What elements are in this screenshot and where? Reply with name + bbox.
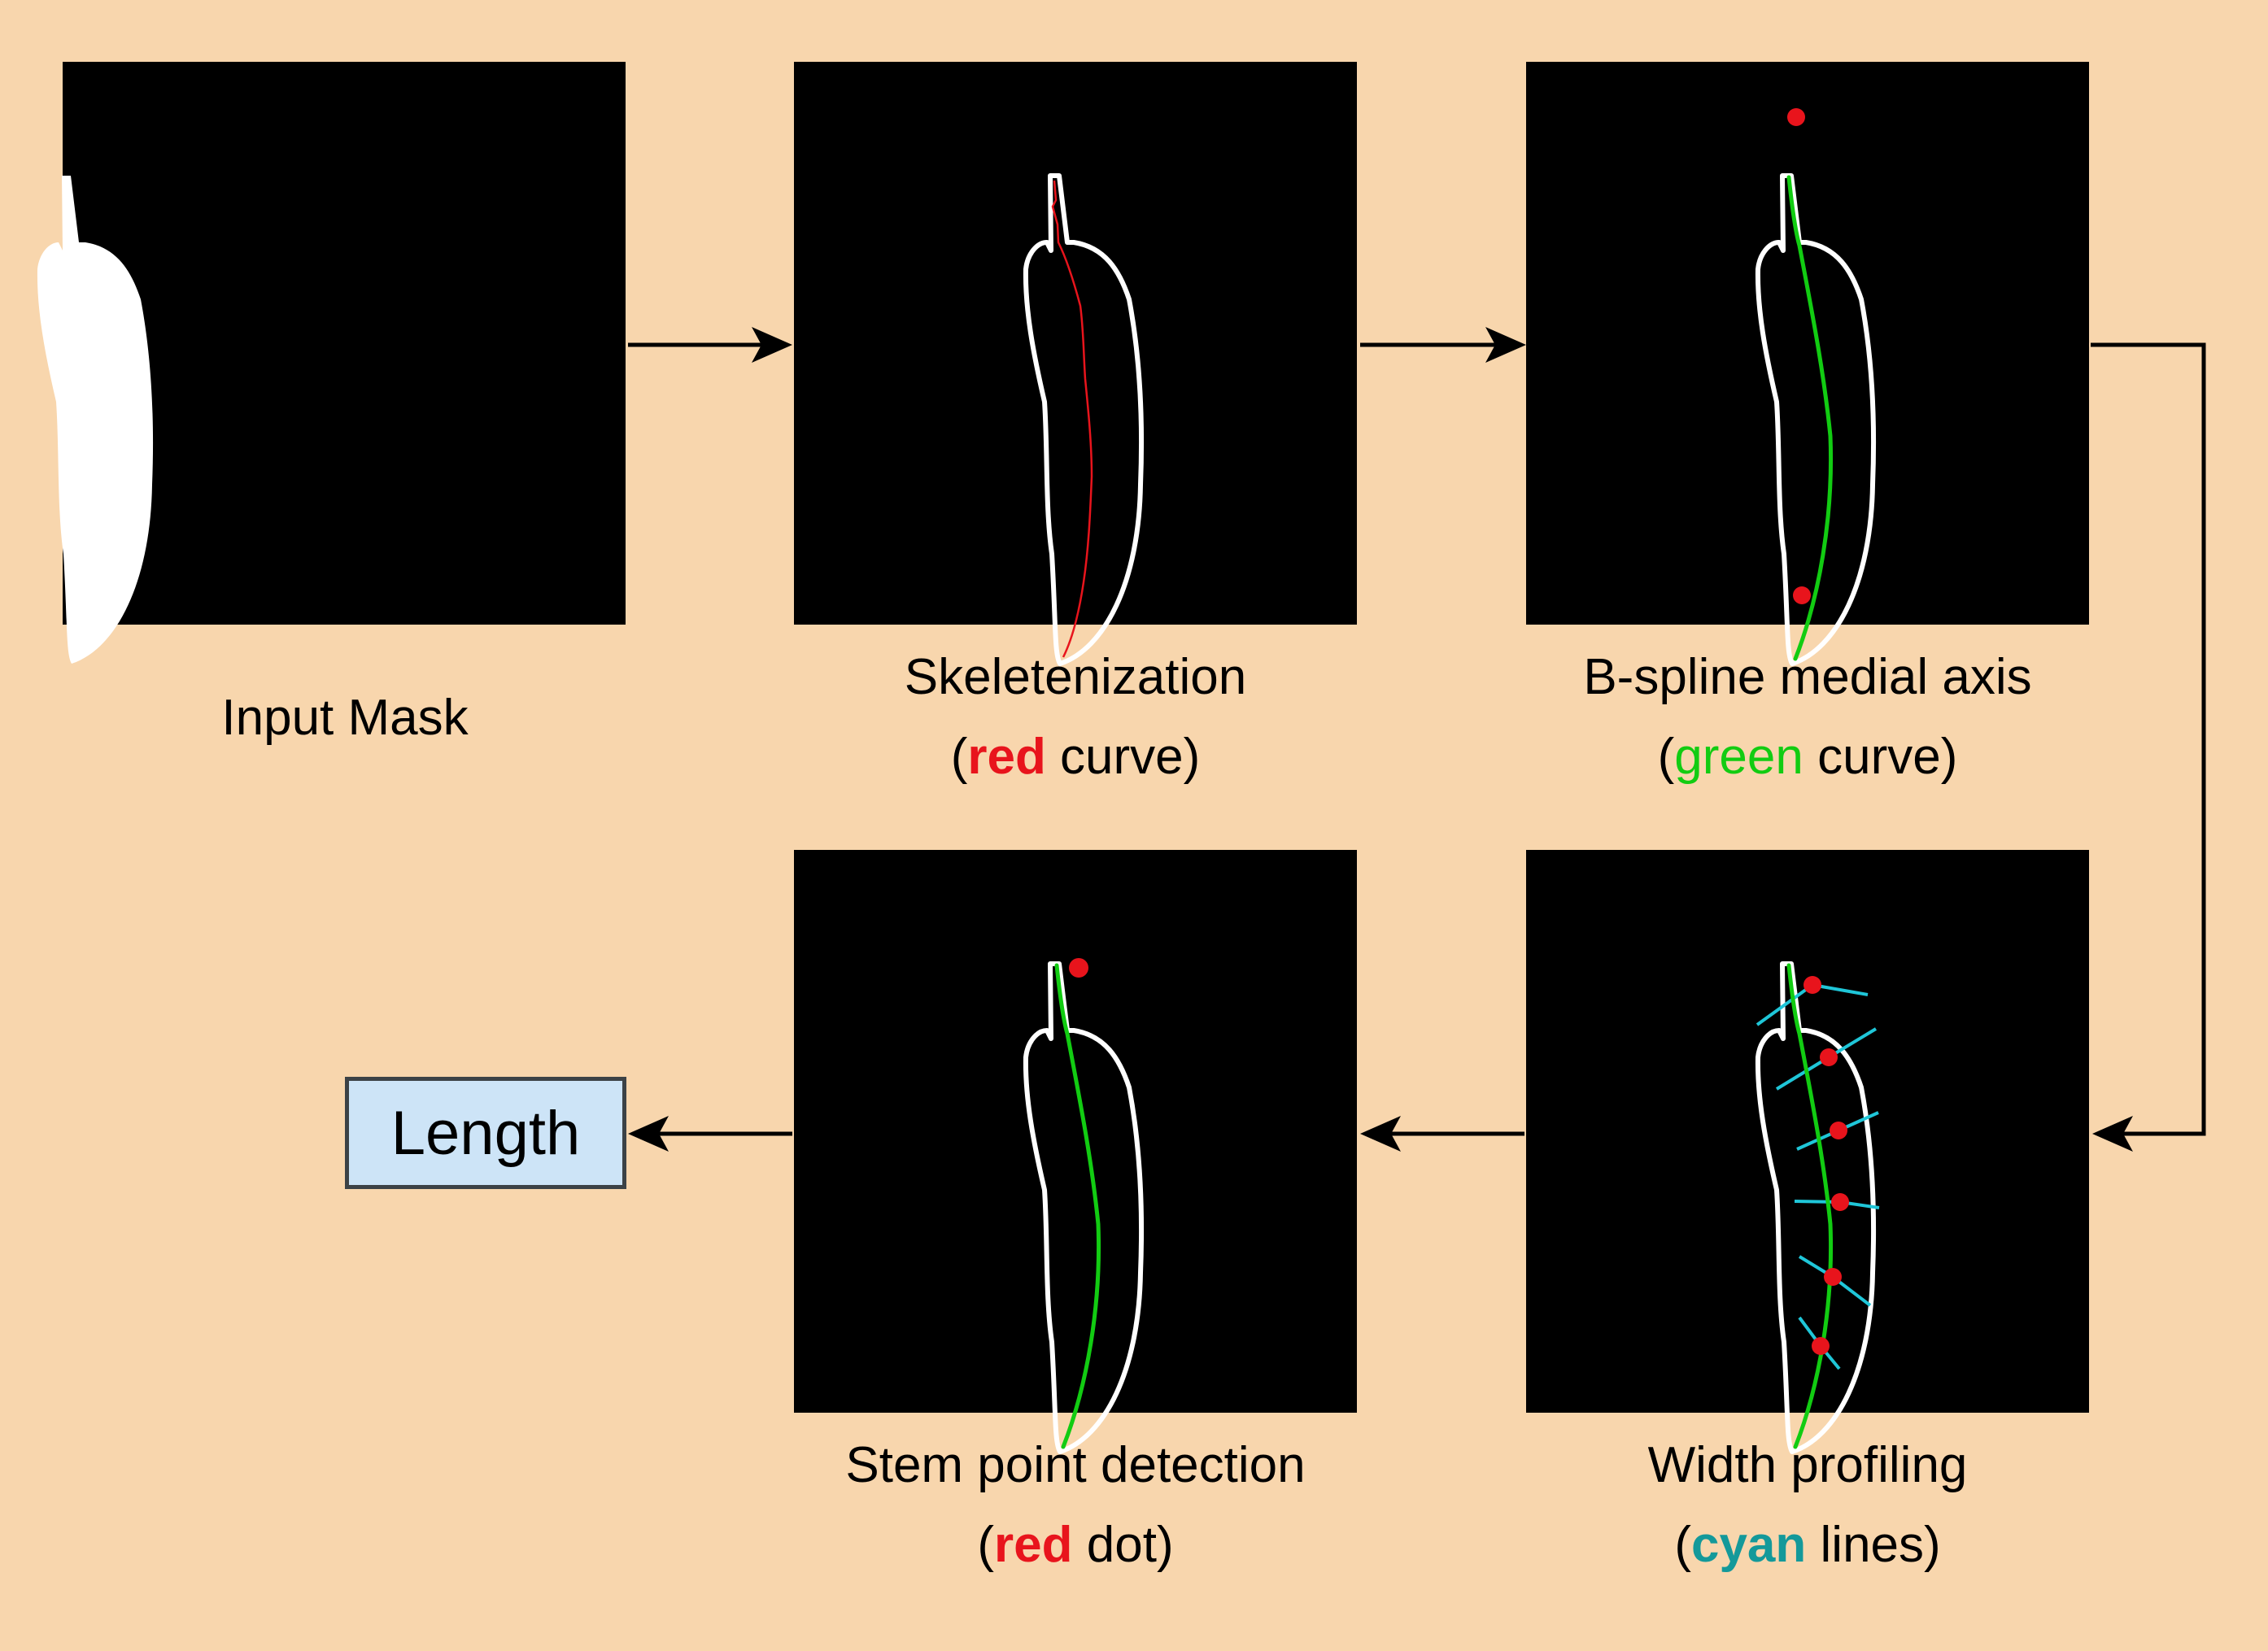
width-sample-dot [1824,1268,1842,1286]
caption-line: Input Mask [221,690,469,746]
width-lines [1756,983,1880,1370]
panel-skeletonization [794,62,1357,664]
caption-line: (red curve) [791,717,1360,797]
endpoint-bottom-dot [1793,586,1811,604]
panel-width-profiling [1526,850,2089,1452]
panel-bspline [1526,62,2089,664]
caption-line: Skeletenization [904,649,1247,705]
width-sample-dot [1831,1193,1849,1211]
arrow-head [1360,1116,1401,1152]
stem-point-dot [1069,958,1088,978]
length-output-box: Length [345,1077,626,1189]
arrow-head [2092,1116,2133,1152]
caption-stem-point: Stem point detection (red dot) [791,1426,1360,1585]
length-label: Length [390,1098,581,1168]
caption-keyword-green: green [1674,729,1803,785]
caption-line: Width profiling [1647,1437,1968,1493]
caption-line: (red dot) [791,1505,1360,1585]
width-line [1827,1027,1878,1059]
caption-rest: lines) [1806,1517,1941,1573]
arrow-head [1485,327,1526,363]
caption-keyword-cyan: cyan [1690,1517,1807,1573]
arrow-down-elbow-icon [2091,342,2206,1136]
caption-line: B-spline medial axis [1583,649,2032,705]
caption-keyword-red: red [967,729,1046,785]
caption-keyword-red: red [994,1517,1073,1573]
width-sample-dot [1820,1048,1838,1066]
caption-line: (cyan lines) [1523,1505,2092,1585]
caption-line: Stem point detection [845,1437,1306,1493]
caption-rest: curve) [1045,729,1201,785]
caption-line: (green curve) [1523,717,2092,797]
caption-skeletonization: Skeletenization (red curve) [791,638,1360,797]
caption-rest: dot) [1072,1517,1174,1573]
width-sample-dot [1812,1337,1830,1355]
endpoint-top-dot [1787,108,1805,126]
arrow-head [628,1116,669,1152]
width-line [1756,983,1814,1026]
flow-arrows [628,327,2206,1152]
arrow-head [752,327,792,363]
caption-paren: ( [1657,729,1675,785]
width-line [1775,1056,1830,1091]
caption-paren: ( [977,1517,995,1573]
width-sample-dot [1803,976,1821,994]
caption-input-mask: Input Mask [60,678,630,758]
caption-bspline: B-spline medial axis (green curve) [1523,638,2092,797]
width-sample-dot [1830,1122,1847,1139]
skeleton-red-curve [1051,180,1093,658]
width-line [1812,983,1869,996]
panel-stem-point [794,850,1357,1452]
panel-input-mask [37,62,626,664]
caption-paren: ( [950,729,968,785]
caption-width-profiling: Width profiling (cyan lines) [1523,1426,2092,1585]
caption-paren: ( [1674,1517,1691,1573]
caption-rest: curve) [1803,729,1958,785]
